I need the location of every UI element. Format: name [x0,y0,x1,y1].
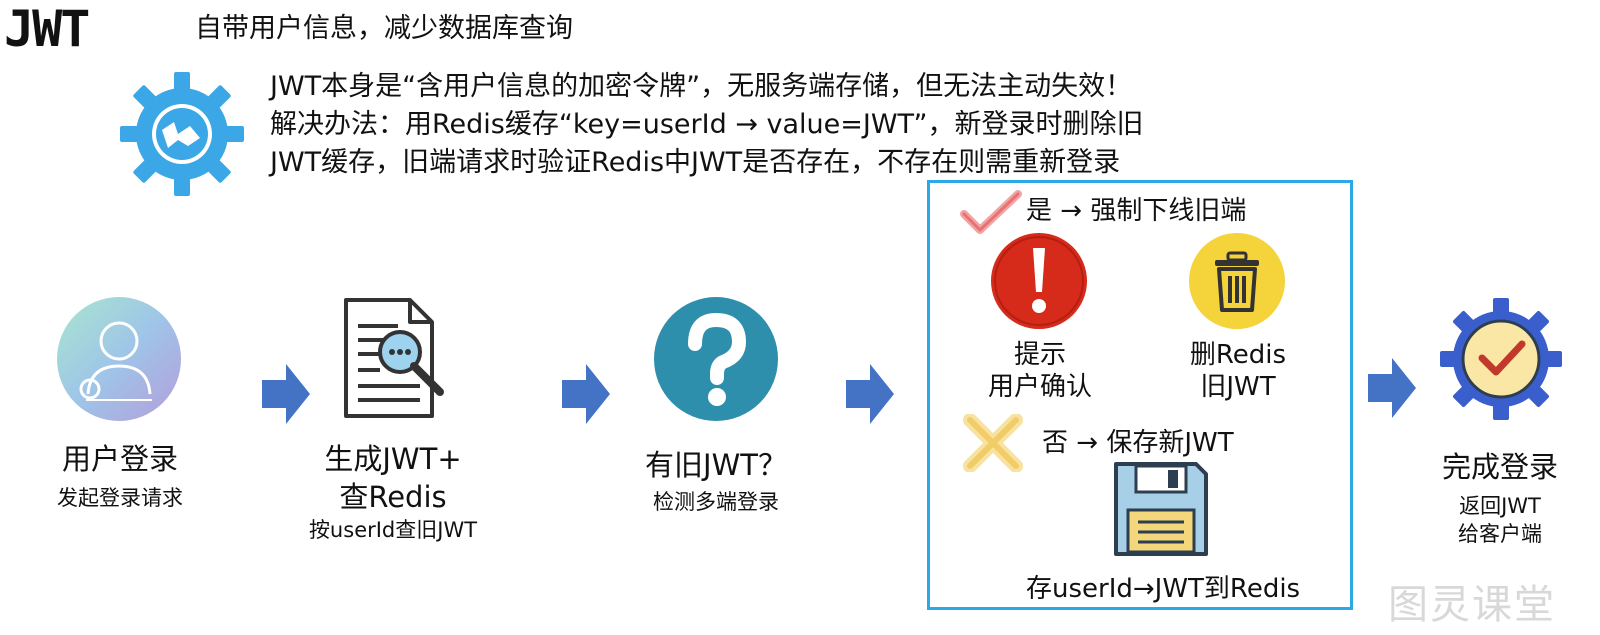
question-icon [653,296,779,422]
yes-item-1-line1: 提示 [1013,340,1066,370]
no-item-label: 存userId→JWT到Redis [1026,574,1301,604]
page-subtitle: 自带用户信息，减少数据库查询 [195,13,573,44]
step-done-desc-1: 返回JWT [1459,494,1541,518]
step-jwt-desc: 按userId查旧JWT [308,518,478,542]
note-line-3: JWT缓存，旧端请求时验证Redis中JWT是否存在，不存在则需重新登录 [270,147,1121,178]
yes-item-1-line2: 用户确认 [987,372,1092,402]
decision-no-label: 否 → 保存新JWT [1042,428,1234,458]
cross-mark-icon [962,414,1024,472]
step-done-desc-2: 给客户端 [1458,522,1542,546]
decision-yes-label: 是 → 强制下线旧端 [1026,196,1247,226]
flow-arrow-2 [562,364,610,424]
step-login-title: 用户登录 [61,442,178,476]
yes-item-2-line2: 旧JWT [1200,372,1276,402]
exclamation-icon [990,232,1088,330]
flow-arrow-4 [1368,358,1416,418]
step-check-desc: 检测多端登录 [653,490,779,514]
flow-arrow-3 [846,364,894,424]
step-check-title: 有旧JWT？ [645,448,787,482]
page-title: JWT [4,0,90,58]
gear-settings-icon [118,70,246,198]
document-search-icon [340,296,450,420]
step-jwt-title-1: 生成JWT+ [324,442,462,476]
yes-item-2-line1: 删Redis [1189,340,1287,370]
gear-check-icon [1438,296,1564,422]
trash-icon [1188,232,1286,330]
step-jwt-title-2: 查Redis [339,480,447,514]
note-line-1: JWT本身是“含用户信息的加密令牌”，无服务端存储，但无法主动失效！ [270,71,1133,102]
check-mark-icon [960,190,1022,234]
decision-box [927,180,1353,610]
step-done-title: 完成登录 [1441,450,1558,484]
watermark: 图灵课堂 [1388,582,1556,628]
step-login-desc: 发起登录请求 [57,486,183,510]
flow-arrow-1 [262,364,310,424]
note-line-2: 解决办法：用Redis缓存“key=userId → value=JWT”，新登… [270,109,1144,140]
floppy-disk-icon [1110,460,1210,560]
user-avatar-icon [56,296,182,422]
